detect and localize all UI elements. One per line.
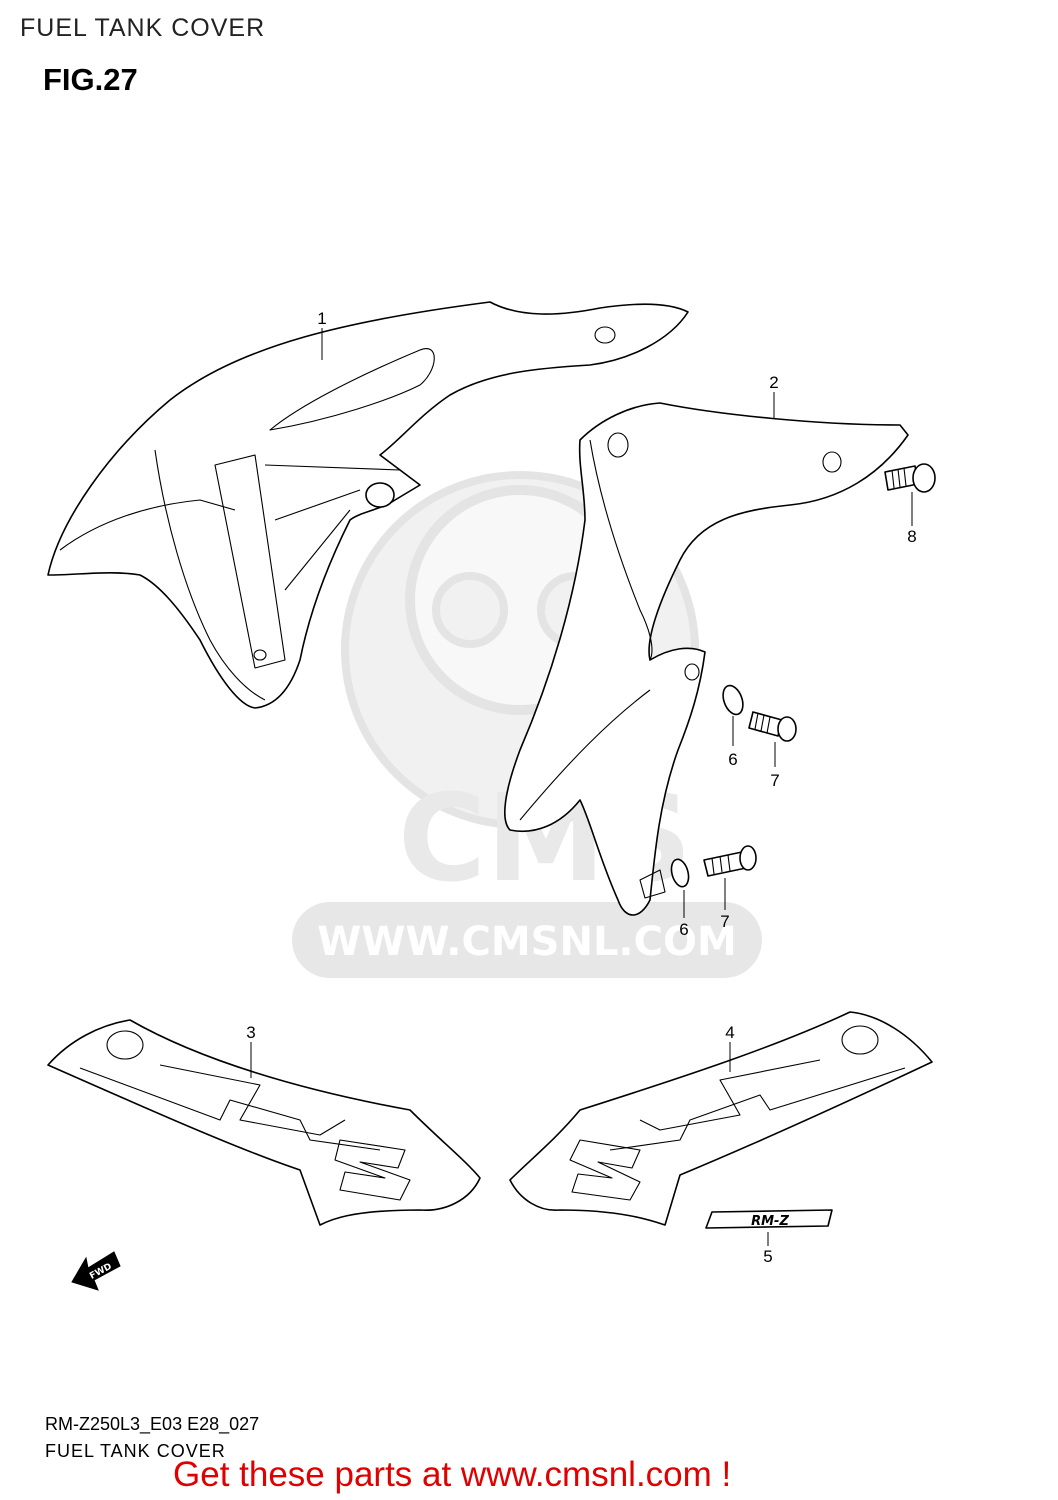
- part-number-1: 1: [317, 309, 326, 328]
- callout-lines: [250, 328, 913, 1246]
- part-7-bolt-upper: [748, 711, 797, 742]
- part-number-6-lower: 6: [679, 920, 688, 939]
- page-title: FUEL TANK COVER: [20, 14, 266, 42]
- model-code: RM-Z250L3_E03 E28_027: [45, 1414, 260, 1434]
- part-8-bolt: [884, 463, 936, 493]
- promo-link[interactable]: Get these parts at www.cmsnl.com !: [173, 1455, 732, 1494]
- figure-label: FIG.27: [43, 62, 138, 97]
- part-4-right-decal: [509, 1011, 933, 1226]
- part-number-2: 2: [769, 373, 778, 392]
- part-number-6-upper: 6: [728, 750, 737, 769]
- cms-watermark: CMS WWW.CMSNL.COM: [292, 471, 762, 978]
- part-number-5: 5: [763, 1247, 772, 1266]
- part-1-left-shroud: [47, 301, 689, 709]
- part-6-washer-lower: [670, 858, 690, 888]
- part-number-7-lower: 7: [720, 912, 729, 931]
- part-6-washer-upper: [722, 684, 744, 716]
- fwd-arrow-icon: FWD: [71, 1251, 121, 1291]
- emblem-text: RM-Z: [751, 1214, 789, 1229]
- part-number-4: 4: [725, 1023, 734, 1042]
- watermark-url: WWW.CMSNL.COM: [317, 919, 737, 965]
- part-7-bolt-lower: [703, 845, 757, 877]
- part-3-left-decal: [47, 1019, 481, 1226]
- footer-title: FUEL TANK COVER: [45, 1441, 226, 1461]
- part-number-8: 8: [907, 527, 916, 546]
- part-2-right-shroud: [504, 402, 909, 916]
- part-number-7-upper: 7: [770, 771, 779, 790]
- part-5-emblem: RM-Z: [705, 1209, 833, 1229]
- part-number-3: 3: [246, 1023, 255, 1042]
